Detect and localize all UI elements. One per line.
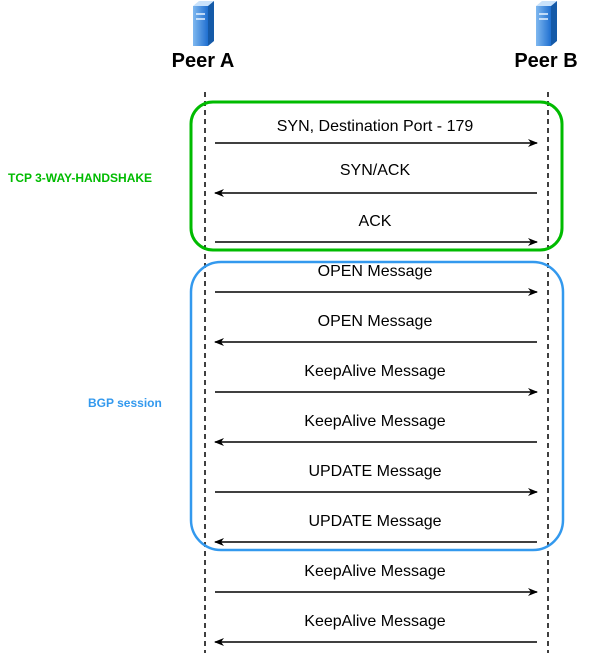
peer-b: Peer B: [491, 0, 601, 73]
server-icon: [536, 1, 557, 46]
peer-a: Peer A: [148, 0, 258, 73]
bgp-session-box: [189, 260, 565, 552]
message-label: SYN, Destination Port - 179: [276, 118, 474, 135]
message-label: KeepAlive Message: [304, 413, 446, 430]
message-label: KeepAlive Message: [304, 613, 446, 630]
server-icon: [193, 1, 214, 46]
message-arrows: [214, 139, 538, 646]
message-label: KeepAlive Message: [304, 363, 446, 380]
peer-b-label: Peer B: [514, 50, 578, 72]
message-label: ACK: [358, 213, 392, 230]
message-label: KeepAlive Message: [304, 563, 446, 580]
message-label: OPEN Message: [317, 263, 433, 280]
message-label: UPDATE Message: [308, 513, 442, 530]
tcp-handshake-box: [189, 100, 564, 252]
message-label: OPEN Message: [317, 313, 433, 330]
bgp-session-label: BGP session: [88, 396, 162, 410]
message-label: SYN/ACK: [339, 162, 411, 179]
tcp-handshake-label: TCP 3-WAY-HANDSHAKE: [8, 171, 153, 185]
message-label: UPDATE Message: [308, 463, 442, 480]
peer-a-label: Peer A: [171, 50, 235, 72]
